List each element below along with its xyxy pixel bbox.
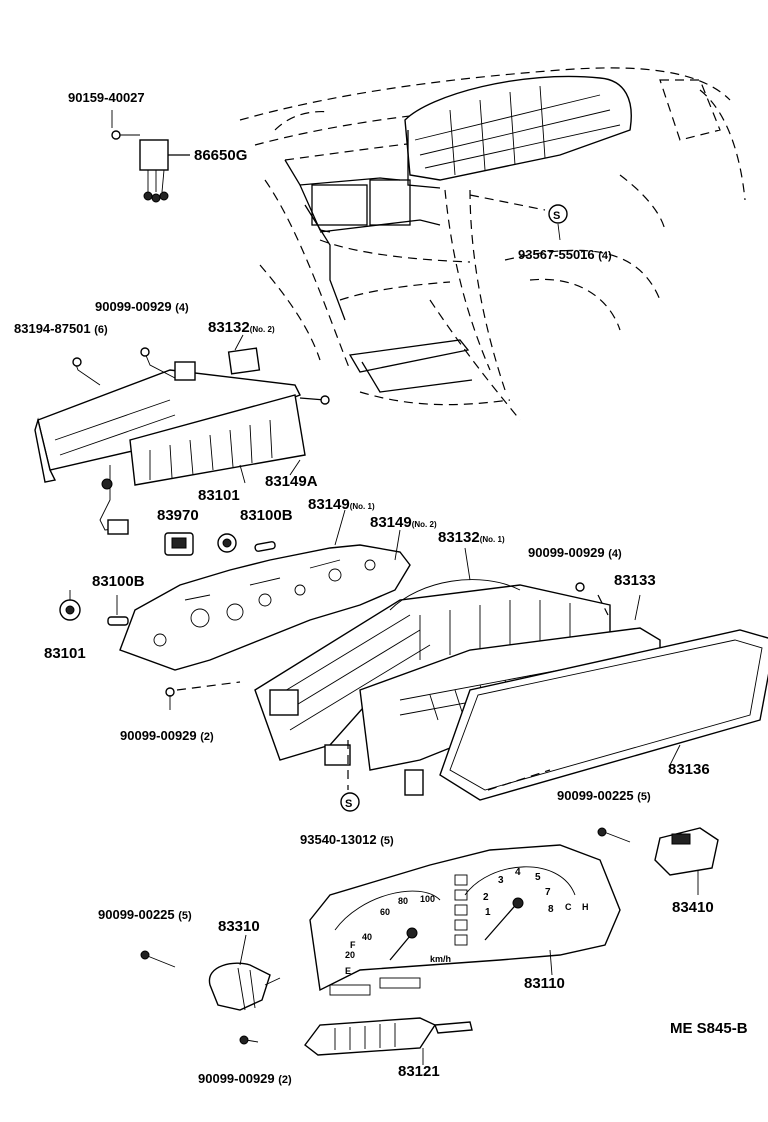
label-83194-qty: (6) bbox=[94, 324, 108, 336]
label-83149a: 83149A bbox=[265, 473, 318, 490]
label-90099-00225-a-qty: (5) bbox=[637, 791, 651, 803]
label-83149-no2: 83149(No. 2) bbox=[370, 515, 437, 533]
label-90099-00225-a: 90099-00225 (5) bbox=[557, 789, 651, 804]
label-83133: 83133 bbox=[614, 572, 656, 589]
label-90099-00225-b-part: 90099-00225 bbox=[98, 907, 175, 922]
label-83101-a: 83101 bbox=[198, 487, 240, 504]
label-83132-no1-part: 83132 bbox=[438, 529, 480, 546]
label-90099-d-part: 90099-00929 bbox=[198, 1071, 275, 1086]
label-86650g: 86650G bbox=[194, 147, 248, 164]
label-83136: 83136 bbox=[668, 761, 710, 778]
dial-c: C bbox=[565, 902, 572, 912]
dial-rpm-3: 3 bbox=[498, 875, 504, 886]
label-83100b-b: 83100B bbox=[92, 573, 145, 590]
label-90099-a-qty: (4) bbox=[175, 302, 189, 314]
screw-symbol-s: S bbox=[553, 210, 560, 222]
label-83132-no2-part: 83132 bbox=[208, 319, 250, 336]
label-83970: 83970 bbox=[157, 507, 199, 524]
label-90099-a-part: 90099-00929 bbox=[95, 299, 172, 314]
screw-symbol bbox=[548, 204, 568, 224]
dial-rpm-7: 7 bbox=[545, 887, 551, 898]
label-90099-00929-c: 90099-00929 (2) bbox=[120, 729, 214, 744]
label-83194-part: 83194-87501 bbox=[14, 321, 91, 336]
label-93567-part: 93567-55016 bbox=[518, 247, 595, 262]
label-83110: 83110 bbox=[524, 975, 565, 992]
label-90099-00225-b-qty: (5) bbox=[178, 910, 192, 922]
dial-rpm-4: 4 bbox=[515, 867, 521, 878]
label-83100b-a: 83100B bbox=[240, 507, 293, 524]
label-93540-part: 93540-13012 bbox=[300, 832, 377, 847]
dial-rpm-8: 8 bbox=[548, 904, 554, 915]
label-83310: 83310 bbox=[218, 918, 260, 935]
label-83132-no2-sub: (No. 2) bbox=[249, 325, 275, 334]
label-90099-b-part: 90099-00929 bbox=[528, 545, 605, 560]
cluster-housing-83149a-drawing bbox=[34, 347, 330, 535]
label-83149-no2-part: 83149 bbox=[370, 514, 412, 531]
label-83194-87501: 83194-87501 (6) bbox=[14, 322, 108, 337]
dial-tick-80: 80 bbox=[398, 896, 408, 906]
label-83132-no1-sub: (No. 1) bbox=[479, 535, 505, 544]
dial-rpm-5: 5 bbox=[535, 872, 541, 883]
label-83132-no1: 83132(No. 1) bbox=[438, 530, 505, 548]
label-90099-b-qty: (4) bbox=[608, 548, 622, 560]
label-83149-no1-sub: (No. 1) bbox=[349, 502, 375, 511]
label-90099-00929-a: 90099-00929 (4) bbox=[95, 300, 189, 315]
label-83132-no2: 83132(No. 2) bbox=[208, 320, 275, 338]
screw-symbol-s2: S bbox=[345, 798, 352, 810]
label-93567-55016: 93567-55016 (4) bbox=[518, 248, 612, 263]
label-90159-40027: 90159-40027 bbox=[68, 90, 145, 105]
dial-h: H bbox=[582, 902, 589, 912]
leader-lines bbox=[169, 334, 681, 976]
switch-86650g-drawing bbox=[111, 110, 190, 203]
label-83149-no2-sub: (No. 2) bbox=[411, 520, 437, 529]
label-93540-13012: 93540-13012 (5) bbox=[300, 833, 394, 848]
dial-tick-40: 40 bbox=[362, 932, 372, 942]
label-83149-no1: 83149(No. 1) bbox=[308, 497, 375, 515]
label-83101-b: 83101 bbox=[44, 645, 86, 662]
dial-kmh: km/h bbox=[430, 954, 451, 964]
dial-f: F bbox=[350, 940, 356, 950]
dial-rpm-2: 2 bbox=[483, 892, 489, 903]
label-90099-d-qty: (2) bbox=[278, 1074, 292, 1086]
dial-tick-100: 100 bbox=[420, 894, 435, 904]
label-83121: 83121 bbox=[398, 1063, 440, 1080]
lower-parts-drawing: km/h 20 40 60 80 100 1 2 3 4 5 7 8 C H E… bbox=[140, 827, 719, 1065]
label-90099-00225-a-part: 90099-00225 bbox=[557, 788, 634, 803]
label-93540-qty: (5) bbox=[380, 835, 394, 847]
dashboard-outline: S bbox=[239, 67, 746, 421]
label-90099-c-part: 90099-00929 bbox=[120, 728, 197, 743]
dial-tick-60: 60 bbox=[380, 907, 390, 917]
middle-parts-drawing: S bbox=[59, 532, 768, 812]
label-90099-c-qty: (2) bbox=[200, 731, 214, 743]
dial-e: E bbox=[345, 966, 351, 976]
label-83410: 83410 bbox=[672, 899, 714, 916]
dial-tick-20: 20 bbox=[345, 950, 355, 960]
label-90099-00929-d: 90099-00929 (2) bbox=[198, 1072, 292, 1087]
label-83149-no1-part: 83149 bbox=[308, 496, 350, 513]
label-90099-00225-b: 90099-00225 (5) bbox=[98, 908, 192, 923]
label-93567-qty: (4) bbox=[598, 250, 612, 262]
dial-rpm-1: 1 bbox=[485, 907, 491, 918]
label-reference-code: ME S845-B bbox=[670, 1020, 748, 1037]
label-90099-00929-b: 90099-00929 (4) bbox=[528, 546, 622, 561]
